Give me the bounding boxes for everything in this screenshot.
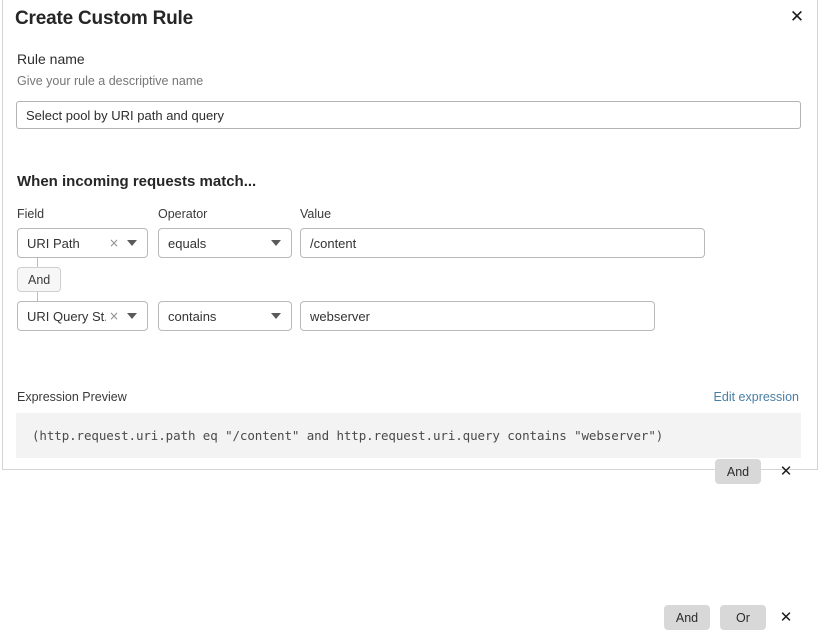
close-icon[interactable]: ✕ (789, 6, 805, 27)
rule-name-help-text: Give your rule a descriptive name (17, 74, 204, 88)
column-label-value: Value (300, 207, 332, 221)
chevron-down-icon (127, 313, 137, 319)
connector-line-top (37, 258, 38, 268)
chevron-down-icon (127, 240, 137, 246)
conditions-heading: When incoming requests match... (17, 173, 257, 190)
expression-preview-label: Expression Preview (17, 390, 127, 404)
field-select-2[interactable]: URI Query St... × (17, 301, 148, 331)
field-select-1[interactable]: URI Path × (17, 228, 148, 258)
chevron-down-icon (271, 240, 281, 246)
connector-line-bottom (37, 292, 38, 301)
field-select-2-value: URI Query St... (27, 308, 106, 324)
clear-icon[interactable]: × (108, 309, 119, 323)
rule-name-label: Rule name (17, 51, 85, 67)
and-button-2[interactable]: And (664, 605, 710, 630)
expression-preview-code: (http.request.uri.path eq "/content" and… (32, 428, 664, 443)
field-select-1-value: URI Path (27, 235, 80, 251)
delete-condition-icon-1[interactable]: ✕ (779, 461, 793, 480)
delete-condition-icon-2[interactable]: ✕ (779, 607, 793, 626)
or-button-2[interactable]: Or (720, 605, 766, 630)
expression-preview-box: (http.request.uri.path eq "/content" and… (16, 413, 801, 458)
value-input-2[interactable] (300, 301, 655, 331)
value-input-1[interactable] (300, 228, 705, 258)
dialog-title: Create Custom Rule (15, 8, 193, 29)
rule-name-input[interactable] (16, 101, 801, 129)
chevron-down-icon (271, 313, 281, 319)
column-label-field: Field (17, 207, 45, 221)
column-label-operator: Operator (158, 207, 208, 221)
operator-select-2[interactable]: contains (158, 301, 292, 331)
and-button-1[interactable]: And (715, 459, 761, 484)
operator-select-1-value: equals (168, 235, 207, 251)
group-connector-and[interactable]: And (17, 267, 62, 292)
clear-icon[interactable]: × (108, 236, 119, 250)
edit-expression-link[interactable]: Edit expression (713, 390, 799, 404)
operator-select-1[interactable]: equals (158, 228, 292, 258)
operator-select-2-value: contains (168, 308, 217, 324)
